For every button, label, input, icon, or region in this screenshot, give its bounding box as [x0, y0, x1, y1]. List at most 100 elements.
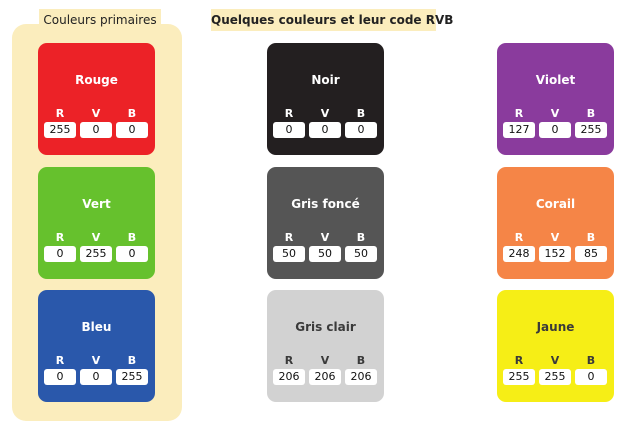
channel-value: 0 [345, 122, 377, 138]
channel-value: 206 [345, 369, 377, 385]
channel-value: 127 [503, 122, 535, 138]
channel-v: V 152 [539, 231, 571, 262]
color-name: Corail [535, 197, 576, 211]
channel-value: 50 [345, 246, 377, 262]
channel-letter: R [514, 231, 524, 244]
channel-letter: B [127, 354, 137, 367]
color-card-corail: Corail R 248 V 152 B 85 [497, 167, 614, 279]
channel-letter: B [586, 354, 596, 367]
channel-b: B 50 [345, 231, 377, 262]
channel-r: R 248 [503, 231, 535, 262]
channel-letter: R [55, 354, 65, 367]
channel-r: R 206 [273, 354, 305, 385]
channel-value: 255 [575, 122, 607, 138]
channel-value: 0 [539, 122, 571, 138]
channel-letter: B [127, 231, 137, 244]
channel-letter: V [550, 354, 560, 367]
channel-value: 0 [116, 122, 148, 138]
channel-r: R 255 [503, 354, 535, 385]
color-name: Noir [311, 73, 340, 87]
channel-letter: V [91, 107, 101, 120]
channel-value: 206 [309, 369, 341, 385]
color-name: Vert [82, 197, 111, 211]
channel-letter: R [55, 107, 65, 120]
channel-value: 0 [80, 369, 112, 385]
channel-letter: R [284, 107, 294, 120]
channel-letter: V [320, 231, 330, 244]
channel-letter: R [284, 354, 294, 367]
channel-b: B 206 [345, 354, 377, 385]
channel-r: R 50 [273, 231, 305, 262]
channel-v: V 50 [309, 231, 341, 262]
channel-b: B 255 [575, 107, 607, 138]
channel-letter: R [514, 354, 524, 367]
channel-value: 0 [273, 122, 305, 138]
channel-letter: V [320, 107, 330, 120]
channel-letter: B [356, 107, 366, 120]
channel-letter: R [284, 231, 294, 244]
channel-value: 0 [309, 122, 341, 138]
color-name: Rouge [75, 73, 118, 87]
channel-value: 50 [309, 246, 341, 262]
channel-value: 0 [44, 369, 76, 385]
channel-value: 0 [116, 246, 148, 262]
color-name: Bleu [81, 320, 112, 334]
channel-letter: B [356, 354, 366, 367]
channel-letter: V [550, 107, 560, 120]
channel-value: 0 [80, 122, 112, 138]
channel-letter: V [91, 354, 101, 367]
color-card-gris-clair: Gris clair R 206 V 206 B 206 [267, 290, 384, 402]
color-name: Jaune [536, 320, 575, 334]
color-name: Gris clair [295, 320, 356, 334]
channel-value: 255 [80, 246, 112, 262]
channel-b: B 255 [116, 354, 148, 385]
channel-value: 0 [575, 369, 607, 385]
channel-value: 248 [503, 246, 535, 262]
channel-value: 255 [116, 369, 148, 385]
color-name: Gris foncé [291, 197, 360, 211]
channel-r: R 127 [503, 107, 535, 138]
channel-value: 206 [273, 369, 305, 385]
channel-v: V 255 [80, 231, 112, 262]
channel-letter: V [550, 231, 560, 244]
primary-colors-label: Couleurs primaires [39, 9, 161, 31]
channel-value: 255 [44, 122, 76, 138]
channel-value: 0 [44, 246, 76, 262]
colors-heading: Quelques couleurs et leur code RVB [211, 9, 453, 31]
channel-letter: R [514, 107, 524, 120]
color-name: Violet [535, 73, 576, 87]
channel-value: 255 [539, 369, 571, 385]
channel-letter: B [356, 231, 366, 244]
channel-letter: B [127, 107, 137, 120]
channel-r: R 255 [44, 107, 76, 138]
channel-value: 50 [273, 246, 305, 262]
channel-value: 255 [503, 369, 535, 385]
channel-v: V 255 [539, 354, 571, 385]
channel-b: B 85 [575, 231, 607, 262]
channel-letter: V [91, 231, 101, 244]
channel-letter: B [586, 231, 596, 244]
channel-letter: V [320, 354, 330, 367]
channel-v: V 206 [309, 354, 341, 385]
channel-letter: B [586, 107, 596, 120]
channel-value: 85 [575, 246, 607, 262]
channel-value: 152 [539, 246, 571, 262]
color-card-gris-fonce: Gris foncé R 50 V 50 B 50 [267, 167, 384, 279]
channel-letter: R [55, 231, 65, 244]
